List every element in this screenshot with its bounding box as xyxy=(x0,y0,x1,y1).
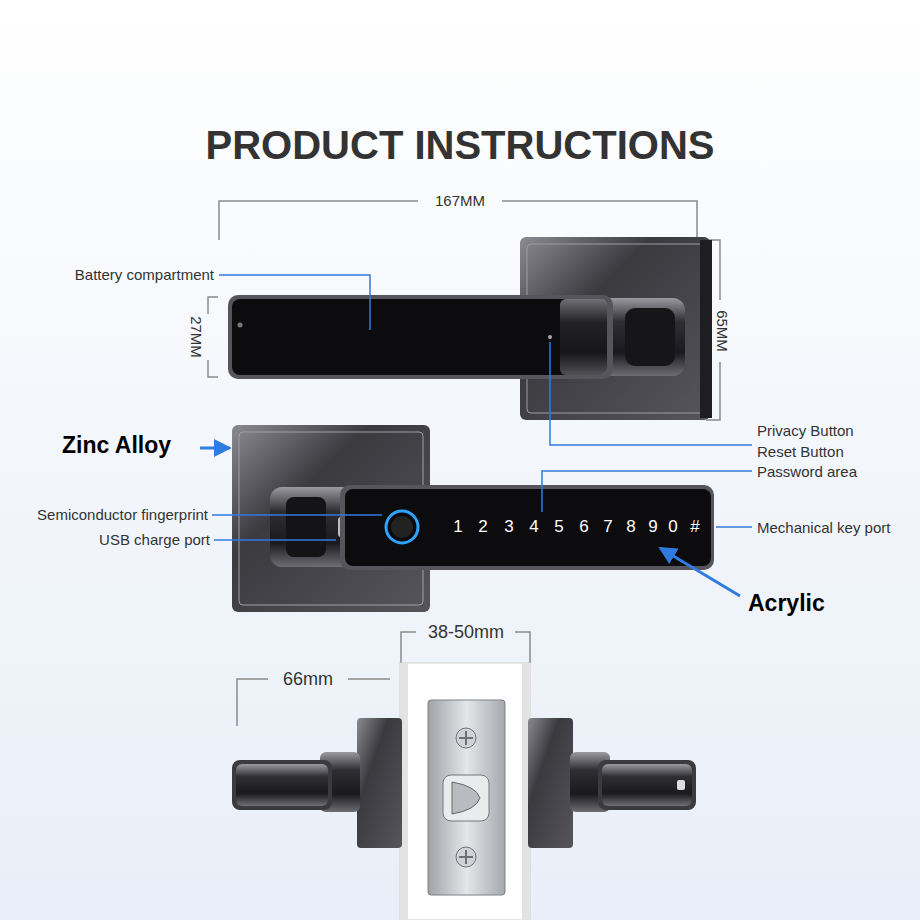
keypad-key: 9 xyxy=(648,517,657,537)
part-label: Reset Button xyxy=(757,443,844,460)
dimension-label: 167MM xyxy=(435,192,485,209)
leader-line xyxy=(200,275,752,596)
bottom-handle xyxy=(232,425,714,612)
keypad-key: 0 xyxy=(668,517,677,537)
material-label: Zinc Alloy xyxy=(62,432,171,458)
keypad-key: 3 xyxy=(504,517,513,537)
dimension-label: 38-50mm xyxy=(428,622,504,643)
keypad-key: # xyxy=(690,517,699,537)
page-title: PRODUCT INSTRUCTIONS xyxy=(206,122,715,168)
keypad-key: 7 xyxy=(603,517,612,537)
material-label: Acrylic xyxy=(748,590,825,616)
side-view xyxy=(232,663,696,920)
part-label: USB charge port xyxy=(99,531,210,548)
keypad-key: 8 xyxy=(626,517,635,537)
dimension-line xyxy=(208,201,720,726)
keypad-key: 2 xyxy=(478,517,487,537)
keypad-key: 5 xyxy=(554,517,563,537)
keypad-key: 6 xyxy=(579,517,588,537)
dimension-label: 65MM xyxy=(713,310,730,352)
top-handle xyxy=(228,237,712,420)
dimension-label: 27MM xyxy=(187,316,204,358)
part-label: Privacy Button xyxy=(757,422,854,439)
part-label: Semiconductor fingerprint xyxy=(37,506,208,523)
part-label: Password area xyxy=(757,463,857,480)
keypad-key: 4 xyxy=(529,517,538,537)
dimension-label: 66mm xyxy=(283,669,333,690)
part-label: Mechanical key port xyxy=(757,519,890,536)
keypad-key: 1 xyxy=(453,517,462,537)
part-label: Battery compartment xyxy=(75,266,214,283)
